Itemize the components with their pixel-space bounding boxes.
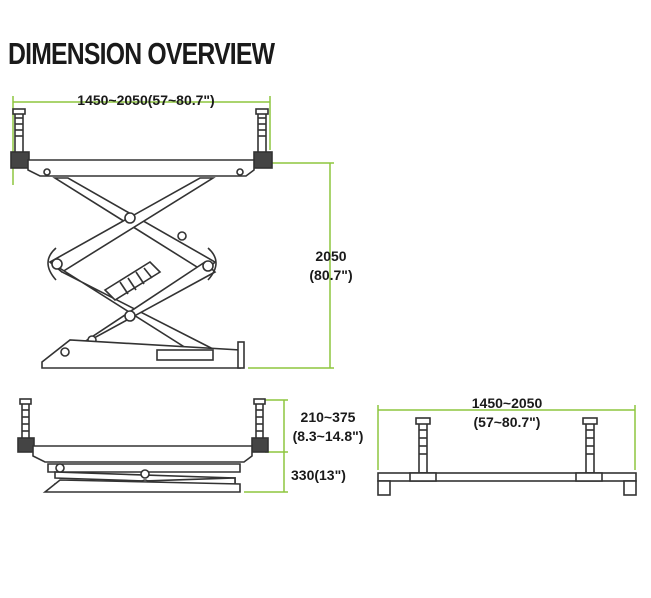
arm-range-mm-label: 210~375 bbox=[300, 409, 356, 425]
side-width-mm-label: 1450~2050 bbox=[471, 395, 543, 411]
height-mm-label: 2050 bbox=[315, 248, 347, 264]
dimension-lines bbox=[12, 96, 636, 493]
closed-height-label: 330(13") bbox=[291, 467, 346, 483]
height-in-label: (80.7") bbox=[309, 267, 353, 283]
page-title: DIMENSION OVERVIEW bbox=[8, 36, 275, 71]
side-width-in-label: (57~80.7") bbox=[473, 414, 541, 430]
top-width-label: 1450~2050(57~80.7") bbox=[77, 92, 215, 108]
closed-lift bbox=[17, 398, 269, 493]
side-view-lift bbox=[377, 417, 637, 496]
arm-range-in-label: (8.3~14.8") bbox=[292, 428, 364, 444]
raised-lift bbox=[10, 108, 273, 369]
